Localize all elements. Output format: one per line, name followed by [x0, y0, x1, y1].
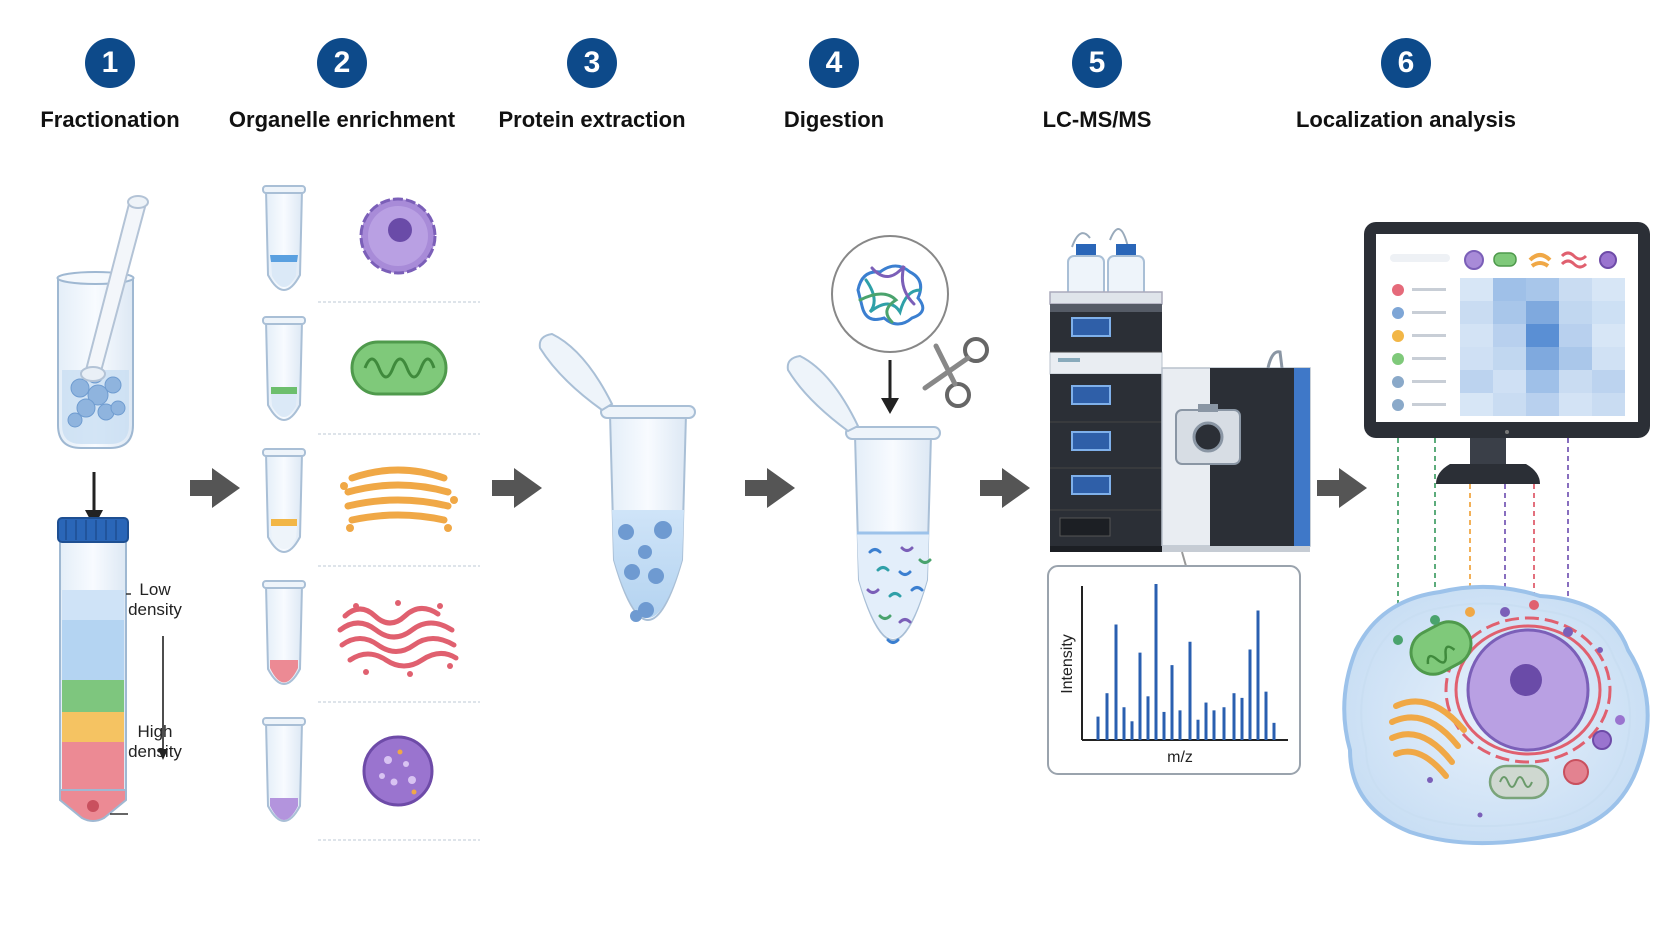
step-3-title: Protein extraction	[498, 107, 686, 132]
tube-golgi	[262, 448, 306, 553]
intensity-axis-label: Intensity	[1059, 634, 1076, 694]
gradient-tube	[57, 517, 131, 822]
step-arrow-1	[190, 468, 240, 508]
heatmap-cell	[1460, 301, 1493, 324]
step-5-badge: 5	[1072, 38, 1122, 88]
golgi-organelle	[340, 466, 458, 532]
heatmap-cell	[1526, 347, 1559, 370]
homogenizer-tube	[56, 195, 149, 449]
tube-mitochondria	[262, 316, 306, 421]
step-4-badge: 4	[809, 38, 859, 88]
mz-axis-label: m/z	[1167, 749, 1193, 766]
low-density-label: Low density	[127, 580, 183, 620]
step-5-title: LC-MS/MS	[1042, 107, 1152, 132]
density-arrow	[158, 636, 168, 760]
step-arrow-2	[492, 468, 542, 508]
heatmap-cell	[1493, 278, 1526, 301]
heatmap-cell	[1559, 278, 1592, 301]
lysosome-organelle	[362, 735, 434, 807]
heatmap-cell	[1526, 393, 1559, 416]
heatmap-cell	[1526, 278, 1559, 301]
heatmap-cell	[1526, 301, 1559, 324]
heatmap-cell	[1460, 324, 1493, 347]
heatmap-cell	[1493, 324, 1526, 347]
er-organelle	[337, 600, 459, 677]
low-label-line2: density	[128, 600, 182, 619]
tube-lysosome	[262, 717, 306, 822]
low-label-line1: Low	[139, 580, 171, 599]
digestion-arrow	[881, 360, 899, 414]
heatmap-cell	[1559, 301, 1592, 324]
step-6-badge: 6	[1381, 38, 1431, 88]
heatmap-cell	[1526, 370, 1559, 393]
heatmap-cell	[1592, 324, 1625, 347]
heatmap-cell	[1493, 393, 1526, 416]
step-arrow-4	[980, 468, 1030, 508]
tube-nucleus	[262, 185, 306, 291]
step-1-title: Fractionation	[40, 107, 180, 132]
heatmap-cell	[1559, 324, 1592, 347]
step-4-title: Digestion	[783, 107, 885, 132]
cell-diagram	[1342, 438, 1650, 846]
nucleus-organelle	[359, 197, 437, 275]
step-1-badge: 1	[85, 38, 135, 88]
heatmap-cell	[1493, 347, 1526, 370]
heatmap-cell	[1559, 393, 1592, 416]
step-2-badge: 2	[317, 38, 367, 88]
heatmap-cell	[1526, 324, 1559, 347]
scissors-icon	[922, 337, 989, 408]
heatmap-cell	[1493, 301, 1526, 324]
step-2-title: Organelle enrichment	[228, 107, 456, 132]
heatmap	[1460, 278, 1625, 416]
step-arrow-5	[1317, 468, 1367, 508]
step-arrow-3	[745, 468, 795, 508]
mitochondrion-organelle	[350, 340, 448, 396]
step-6-title: Localization analysis	[1295, 107, 1517, 132]
high-label-line2: density	[128, 742, 182, 761]
heatmap-cell	[1592, 370, 1625, 393]
extraction-tube	[538, 332, 696, 622]
heatmap-cell	[1592, 278, 1625, 301]
heatmap-cell	[1460, 278, 1493, 301]
step-3-badge: 3	[567, 38, 617, 88]
monitor	[1364, 222, 1650, 484]
heatmap-cell	[1493, 370, 1526, 393]
heatmap-cell	[1592, 347, 1625, 370]
heatmap-cell	[1559, 347, 1592, 370]
heatmap-cell	[1592, 301, 1625, 324]
heatmap-cell	[1460, 370, 1493, 393]
heatmap-cell	[1460, 393, 1493, 416]
lc-instrument	[1049, 228, 1311, 552]
spectrum-panel	[1047, 551, 1301, 775]
heatmap-cell	[1592, 393, 1625, 416]
protein-circle	[831, 235, 949, 353]
heatmap-cell	[1559, 370, 1592, 393]
digestion-tube	[786, 354, 941, 644]
monitor-legend	[1392, 284, 1446, 411]
tube-er	[262, 580, 306, 685]
heatmap-cell	[1460, 347, 1493, 370]
spectrum-peaks	[1096, 584, 1276, 740]
enrichment-tubes	[262, 185, 480, 841]
